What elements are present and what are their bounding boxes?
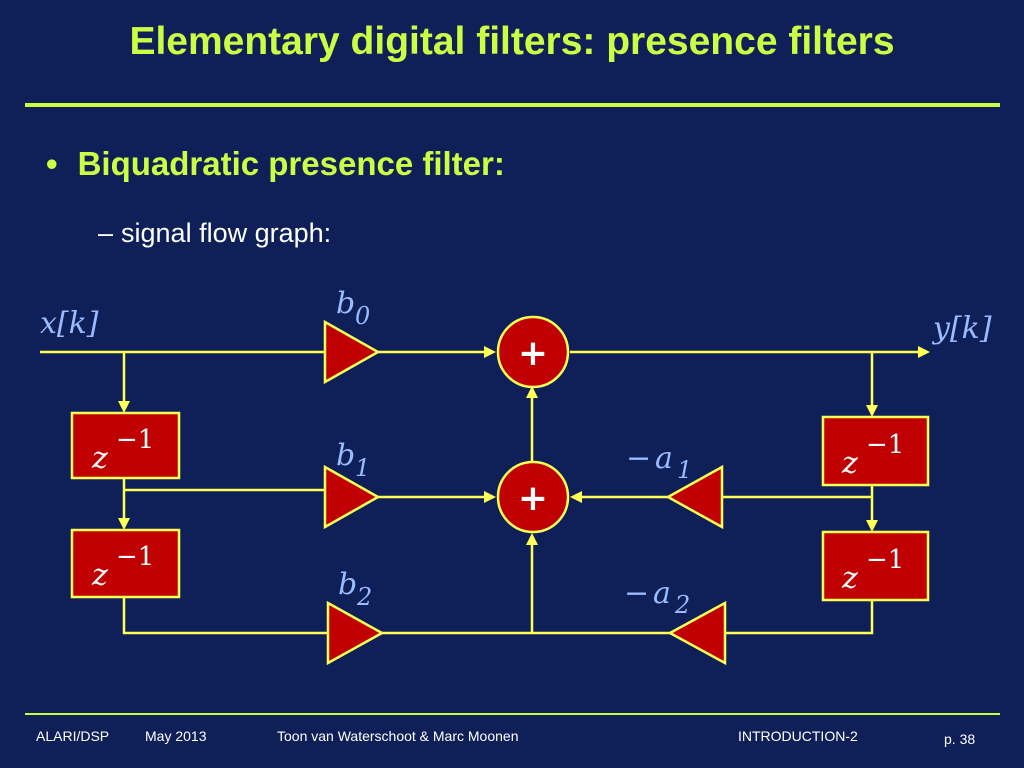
delay-left-1-base: z [91,441,108,476]
gain-b0-label: b 0 [336,286,370,330]
arrow-into-adder2-left [484,491,496,503]
arrow-into-adder1-left [484,346,496,358]
arrow-into-adder2-bottom [526,533,538,545]
gain-a1-base: a [655,441,673,476]
gain-b1-label: b 1 [336,438,370,482]
gain-a2-prefix: − [624,576,649,611]
gain-b1-triangle [323,464,381,530]
gain-a2-triangle [667,600,727,666]
input-signal-label: x[k] [40,306,99,341]
gain-a2-base: a [653,576,671,611]
wire-to-a2 [725,600,874,635]
output-signal-label: y[k] [931,311,992,346]
gain-b2-base: b [338,567,357,602]
delay-right-2: z −1 [821,530,930,602]
bullet-dot: • [46,145,58,182]
adder-top-symbol: + [518,333,548,374]
adder-bottom-symbol: + [518,478,548,519]
delay-left-1: z −1 [70,411,181,480]
gain-a2-sub: 2 [674,591,690,619]
footer-org: ALARI/DSP [36,728,110,744]
delay-right-1: z −1 [821,415,930,487]
arrow-into-box-left1 [118,401,130,413]
bullet-text: Biquadratic presence filter: [77,145,505,182]
delay-left-2: z −1 [70,528,181,599]
delay-right-2-exp: −1 [866,545,904,575]
delay-left-2-exp: −1 [116,542,154,572]
arrow-into-box-right2 [866,520,878,532]
arrow-into-box-left2 [118,518,130,530]
adder-bottom: + [496,460,570,534]
gain-b1-base: b [336,438,355,473]
gain-a1-label: − a 1 [626,441,692,484]
gain-a2-label: − a 2 [624,576,690,619]
footer-date: May 2013 [145,728,207,744]
gain-b0-sub: 0 [355,302,370,330]
arrowheads [118,346,930,545]
delay-right-1-base: z [841,446,858,481]
subbullet-item: –signal flow graph: [98,218,331,249]
arrow-into-adder2-right [570,491,582,503]
gain-a1-sub: 1 [677,456,692,484]
wires [40,350,918,635]
subbullet-text: signal flow graph: [121,218,332,248]
gain-b2-triangle [326,600,385,666]
footer-authors: Toon van Waterschoot & Marc Moonen [277,728,519,744]
gain-b2-label: b 2 [338,567,372,611]
bullet-item: • Biquadratic presence filter: [46,145,505,183]
title-divider [25,103,1000,107]
wire-to-b2 [122,597,328,635]
gain-b0-base: b [336,286,355,321]
gain-b2-sub: 2 [356,583,372,611]
footer-chapter: INTRODUCTION-2 [738,728,858,744]
delay-left-1-exp: −1 [116,425,154,455]
subbullet-dash: – [98,218,114,248]
footer-divider [25,713,1000,715]
footer-page-number: p. 38 [944,731,976,747]
slide-title: Elementary digital filters: presence fil… [129,20,895,63]
gain-b1-sub: 1 [355,454,370,482]
gain-a1-prefix: − [626,441,651,476]
arrow-output [918,346,930,358]
delay-right-2-base: z [841,561,858,596]
delay-left-2-base: z [91,558,108,593]
gain-b0-triangle [323,319,381,385]
arrow-into-box-right1 [866,405,878,417]
adder-top: + [496,315,570,389]
arrow-into-adder1-bottom [526,386,538,398]
delay-right-1-exp: −1 [866,430,904,460]
gain-a1-triangle [665,464,724,530]
